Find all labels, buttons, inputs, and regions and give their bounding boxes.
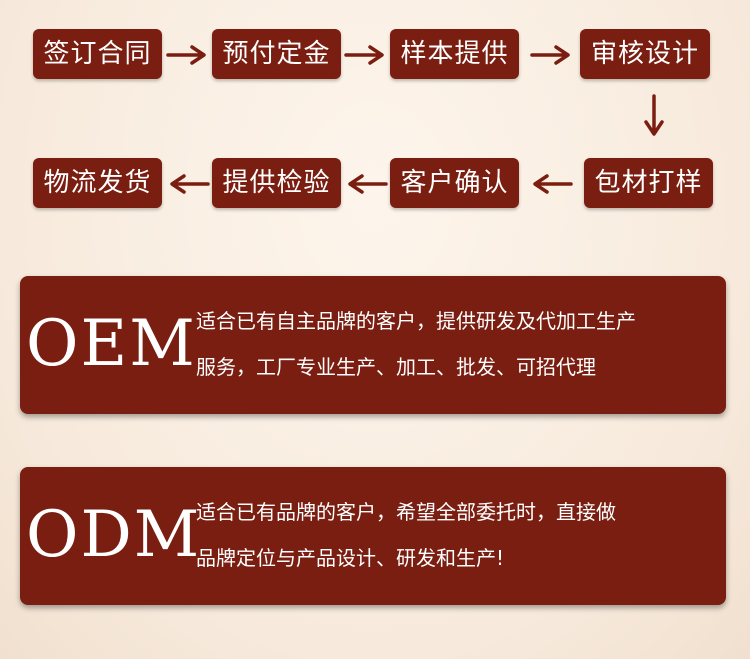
step-sample-provide: 样本提供	[390, 29, 519, 79]
step-sign-contract: 签订合同	[33, 29, 162, 79]
arrow-right-icon	[166, 45, 206, 65]
step-deposit: 预付定金	[212, 29, 341, 79]
step-packaging-proof: 包材打样	[584, 158, 713, 208]
arrow-left-icon	[533, 174, 573, 194]
oem-panel: OEM 适合已有自主品牌的客户，提供研发及代加工生产 服务，工厂专业生产、加工、…	[20, 276, 726, 414]
odm-panel: ODM 适合已有品牌的客户，希望全部委托时，直接做 品牌定位与产品设计、研发和生…	[20, 467, 726, 605]
arrow-down-icon	[644, 94, 664, 136]
arrow-right-icon	[530, 45, 570, 65]
step-design-review: 审核设计	[580, 29, 710, 79]
arrow-left-icon	[170, 174, 210, 194]
step-inspection: 提供检验	[212, 158, 341, 208]
oem-code: OEM	[26, 307, 197, 381]
oem-description: 适合已有自主品牌的客户，提供研发及代加工生产 服务，工厂专业生产、加工、批发、可…	[196, 309, 636, 379]
odm-description: 适合已有品牌的客户，希望全部委托时，直接做 品牌定位与产品设计、研发和生产!	[196, 500, 616, 570]
step-logistics-shipping: 物流发货	[33, 158, 162, 208]
step-customer-confirm: 客户确认	[390, 158, 519, 208]
arrow-left-icon	[348, 174, 388, 194]
odm-code: ODM	[26, 498, 202, 572]
arrow-right-icon	[344, 45, 384, 65]
